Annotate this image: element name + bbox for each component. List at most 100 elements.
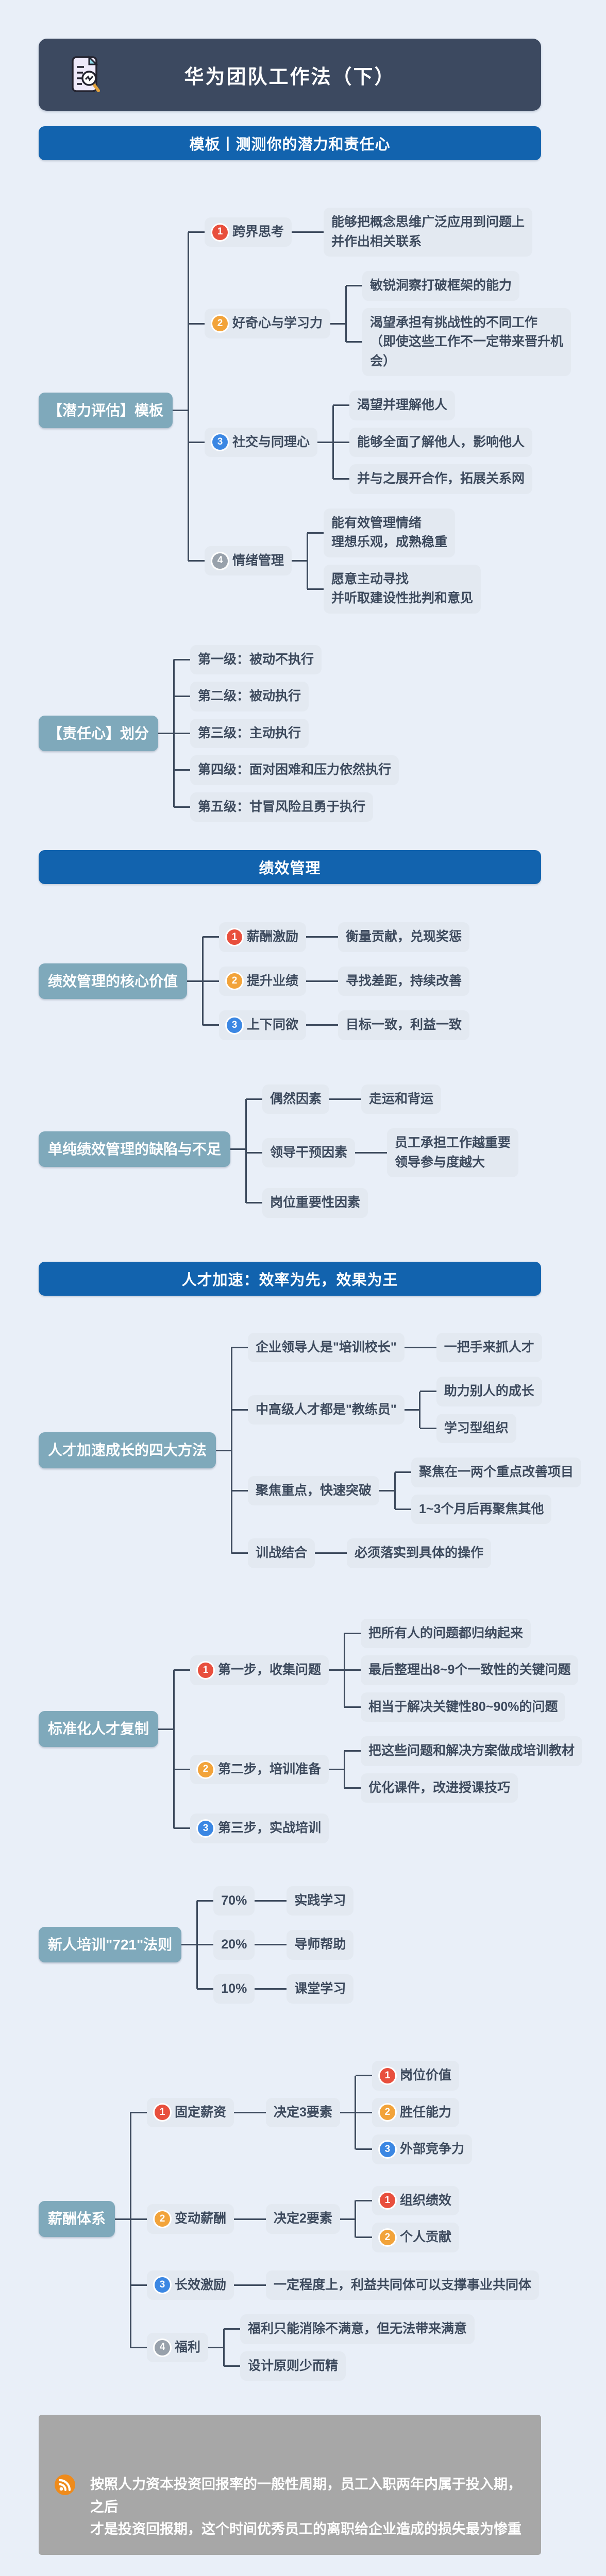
- node-label: 上下同欲: [247, 1018, 299, 1032]
- node-label: 第三步，实战培训: [218, 1821, 322, 1835]
- node-wrap: 绩效管理的核心价值: [39, 963, 203, 999]
- mindmap-branch: 单纯绩效管理的缺陷与不足偶然因素 走运和背运领导干预因素员工承担工作越重要 领导参…: [39, 1077, 606, 1222]
- mindmap-branch: 【责任心】划分第一级：被动不执行第二级：被动执行第三级：主动执行第四级：面对困难…: [39, 641, 606, 826]
- node-label: 助力别人的成长: [444, 1384, 534, 1398]
- node-label: 渴望并理解他人: [357, 398, 448, 412]
- mindmap-node: 福利只能消除不满意，但无法带来满意: [240, 2314, 475, 2344]
- node-wrap: 衡量贡献，兑现奖惩: [338, 922, 470, 952]
- node-label: 情绪管理: [232, 553, 284, 568]
- node-label: 【潜力评估】模板: [48, 402, 164, 419]
- node-wrap: 训战结合: [248, 1538, 330, 1568]
- node-wrap: 决定2要素: [266, 2204, 356, 2234]
- child-row: 走运和背运: [345, 1081, 442, 1118]
- node-wrap: 最后整理出8~9个一致性的关键问题: [361, 1655, 579, 1685]
- number-badge-1: 1: [379, 2067, 395, 2083]
- node-wrap: 标准化人才复制: [39, 1711, 174, 1747]
- node-label: 第四级：面对困难和压力依然执行: [198, 762, 392, 777]
- node-label: 敏锐洞察打破框架的能力: [370, 278, 512, 293]
- mindmap-node: 必须落实到具体的操作: [347, 1538, 492, 1568]
- mindmap-branch: 衡量贡献，兑现奖惩: [338, 922, 470, 952]
- number-badge-2: 2: [212, 316, 228, 331]
- node-label: 愿意主动寻找 并听取建设性批判和意见: [331, 571, 474, 606]
- note-text: 按照人力资本投资回报率的一般性周期，员工入职两年内属于投入期，之后 才是投资回报…: [90, 2477, 521, 2537]
- child-row: 1~3个月后再聚焦其他: [394, 1490, 581, 1528]
- node-wrap: 员工承担工作越重要 领导参与度越大: [387, 1128, 519, 1177]
- mindmap-node: 4 情绪管理: [205, 546, 292, 576]
- number-badge-4: 4: [212, 553, 228, 569]
- mindmap-node: 第二级：被动执行: [190, 682, 309, 711]
- children-group: 衡量贡献，兑现奖惩: [322, 919, 470, 956]
- children-group: 把这些问题和解决方案做成培训教材优化课件，改进授课技巧: [343, 1733, 583, 1806]
- node-wrap: 单纯绩效管理的缺陷与不足: [39, 1131, 246, 1167]
- child-row: 课堂学习: [270, 1971, 354, 2008]
- mindmap-branch: 渴望承担有挑战性的不同工作 （即使这些工作不一定带来晋升机 会）: [362, 308, 571, 376]
- child-row: 必须落实到具体的操作: [330, 1535, 492, 1572]
- node-wrap: 20%: [213, 1930, 270, 1960]
- node-wrap: 岗位重要性因素: [262, 1188, 368, 1218]
- child-row: 中高级人才都是"教练员"助力别人的成长学习型组织: [230, 1369, 581, 1450]
- children-group: 走运和背运: [345, 1081, 442, 1118]
- node-wrap: 中高级人才都是"教练员": [248, 1395, 420, 1425]
- mindmap-branch: 第二级：被动执行: [190, 682, 309, 711]
- node-label: 10%: [221, 1981, 247, 1996]
- child-row: 最后整理出8~9个一致性的关键问题: [343, 1652, 579, 1689]
- node-label: 新人培训"721"法则: [48, 1937, 173, 1953]
- node-label: 跨界思考: [232, 224, 284, 239]
- node-label: 标准化人才复制: [48, 1721, 149, 1737]
- mindmap-branch: 10% 课堂学习: [213, 1971, 354, 2008]
- node-label: 决定2要素: [274, 2211, 332, 2226]
- node-wrap: 10%: [213, 1974, 270, 2004]
- child-row: 领导干预因素员工承担工作越重要 领导参与度越大: [245, 1121, 519, 1184]
- node-label: 必须落实到具体的操作: [355, 1546, 484, 1560]
- mindmap-node: 并与之展开合作，拓展关系网: [349, 464, 533, 494]
- node-label: 最后整理出8~9个一致性的关键问题: [368, 1663, 571, 1677]
- mindmap-branch: 一定程度上，利益共同体可以支撑事业共同体: [266, 2270, 540, 2300]
- children-group: 导师帮助: [270, 1926, 354, 1963]
- mindmap-root: 绩效管理的核心价值: [39, 963, 188, 999]
- node-wrap: 寻找差距，持续改善: [338, 966, 470, 996]
- node-wrap: 第五级：甘冒风险且勇于执行: [190, 792, 374, 822]
- node-wrap: 助力别人的成长: [436, 1377, 542, 1406]
- mindmap-branch: 岗位重要性因素: [262, 1188, 368, 1218]
- mindmap-branch: 能够全面了解他人，影响他人: [349, 427, 533, 457]
- children-group: 一把手来抓人才: [419, 1329, 542, 1366]
- mindmap-node: 第四级：面对困难和压力依然执行: [190, 755, 399, 785]
- mindmap-branch: 1~3个月后再聚焦其他: [411, 1494, 552, 1524]
- mindmap-node: 决定2要素: [266, 2204, 340, 2234]
- mindmap-node: 偶然因素: [262, 1084, 330, 1114]
- node-wrap: 渴望并理解他人: [349, 391, 456, 420]
- mindmap-node: 设计原则少而精: [240, 2351, 346, 2381]
- mindmap-branch: 助力别人的成长: [436, 1377, 542, 1406]
- node-wrap: 把这些问题和解决方案做成培训教材: [361, 1736, 583, 1766]
- mindmap-branch: 课堂学习: [287, 1974, 354, 2004]
- number-badge-3: 3: [155, 2277, 171, 2293]
- document-header: 华为团队工作法（下）: [39, 39, 541, 111]
- node-wrap: 走运和背运: [361, 1084, 442, 1114]
